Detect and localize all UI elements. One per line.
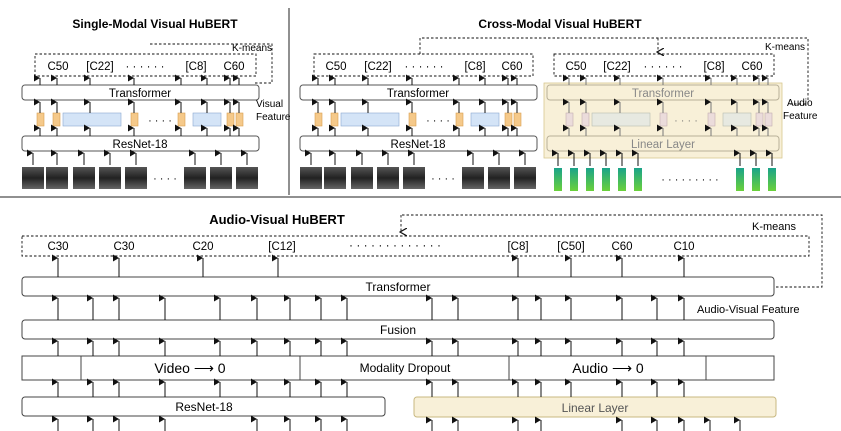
lip-frames-single: · · · ·: [22, 167, 258, 189]
single-modal-panel: Single-Modal Visual HuBERT K-means C50 […: [21, 17, 291, 189]
code-label: [C22]: [86, 61, 114, 73]
transformer-label-cross-audio: Transformer: [632, 88, 694, 100]
code-label: [C22]: [364, 61, 392, 73]
visual-feature-label-1: Visual: [256, 99, 283, 110]
codes-box-av: [21, 235, 810, 257]
audio-feature-label-2: Feature: [783, 111, 818, 122]
resnet-label-av: ResNet-18: [175, 400, 233, 414]
code-label: C60: [611, 241, 632, 253]
linear-layer-box-av: [413, 396, 777, 418]
audio-visual-panel: Audio-Visual HuBERT K-means C30 C30 C20 …: [21, 212, 823, 431]
kmeans-loop-single: [150, 43, 273, 84]
code-ellipsis: · · · · · ·: [644, 61, 683, 73]
code-label: [C8]: [507, 241, 528, 253]
spectrogram-bars: · · · · · · · · ·: [554, 168, 776, 191]
codes-box-single: [34, 53, 257, 77]
audio-visual-feature-label: Audio-Visual Feature: [697, 304, 800, 316]
code-label: [C50]: [557, 241, 585, 253]
code-label: C20: [192, 241, 213, 253]
code-ellipsis: · · · · · ·: [405, 61, 444, 73]
resnet-label-cross: ResNet-18: [391, 139, 446, 151]
visual-feature-label-2: Feature: [256, 112, 291, 123]
code-label: [C22]: [603, 61, 631, 73]
kmeans-loop-av: [401, 214, 823, 288]
modality-dropout-label: Modality Dropout: [360, 361, 451, 375]
fusion-label: Fusion: [380, 323, 416, 337]
code-label: C30: [113, 241, 134, 253]
code-label: C50: [565, 61, 586, 73]
audio-ellipsis: · · · · · · · · ·: [661, 174, 718, 186]
kmeans-label-cross: K-means: [765, 42, 805, 53]
audio-zero-label: Audio ⟶ 0: [572, 360, 644, 376]
codes-box-cross-left: [313, 53, 534, 77]
code-label: C60: [501, 61, 522, 73]
code-ellipsis: · · · · · · · · · · · · ·: [349, 238, 441, 252]
modality-dropout-box: [21, 355, 775, 381]
feature-row-cross-audio: · · · ·: [565, 112, 773, 127]
transformer-box-single: [21, 84, 260, 101]
transformer-label-cross-visual: Transformer: [387, 88, 449, 100]
audio-feature-label-1: Audio: [787, 98, 813, 109]
frame-ellipsis: · · · ·: [431, 173, 455, 185]
codes-box-cross-right: [553, 53, 775, 77]
cross-modal-title: Cross-Modal Visual HuBERT: [478, 17, 642, 31]
code-label: C50: [325, 61, 346, 73]
transformer-box-cross-visual: [299, 84, 538, 101]
resnet-box-cross: [299, 135, 538, 152]
cross-modal-panel: Cross-Modal Visual HuBERT K-means C50 [C…: [299, 17, 818, 191]
lip-frames-cross: · · · ·: [300, 167, 536, 189]
resnet-box-av: [21, 396, 386, 417]
transformer-box-av: [21, 276, 775, 297]
code-label: [C8]: [185, 61, 206, 73]
code-label: [C12]: [268, 241, 296, 253]
code-label: [C8]: [464, 61, 485, 73]
resnet-label-single: ResNet-18: [113, 139, 168, 151]
fusion-box: [21, 319, 775, 340]
single-modal-title: Single-Modal Visual HuBERT: [72, 17, 238, 31]
kmeans-label-single: K-means: [232, 43, 272, 54]
audio-visual-title: Audio-Visual HuBERT: [209, 212, 345, 227]
linear-layer-label-cross: Linear Layer: [631, 139, 695, 151]
feature-row-single: · · · ·: [36, 112, 244, 127]
code-label: [C8]: [703, 61, 724, 73]
feature-row-cross-visual: · · · ·: [314, 112, 522, 127]
transformer-label-av: Transformer: [366, 280, 431, 294]
code-label: C30: [47, 241, 68, 253]
feature-ellipsis: · · · ·: [148, 115, 172, 127]
code-label: C60: [741, 61, 762, 73]
code-ellipsis: · · · · · ·: [126, 61, 165, 73]
transformer-label-single: Transformer: [109, 88, 171, 100]
feature-ellipsis: · · · ·: [426, 115, 450, 127]
code-label: C50: [47, 61, 68, 73]
kmeans-loop-cross: [419, 37, 809, 105]
linear-layer-label-av: Linear Layer: [562, 401, 629, 415]
code-label: C10: [673, 241, 694, 253]
video-zero-label: Video ⟶ 0: [154, 360, 225, 376]
kmeans-label-av: K-means: [752, 221, 797, 233]
frame-ellipsis: · · · ·: [153, 173, 177, 185]
feature-ellipsis: · · · ·: [674, 115, 698, 127]
code-label: C60: [223, 61, 244, 73]
resnet-box-single: [21, 135, 260, 152]
